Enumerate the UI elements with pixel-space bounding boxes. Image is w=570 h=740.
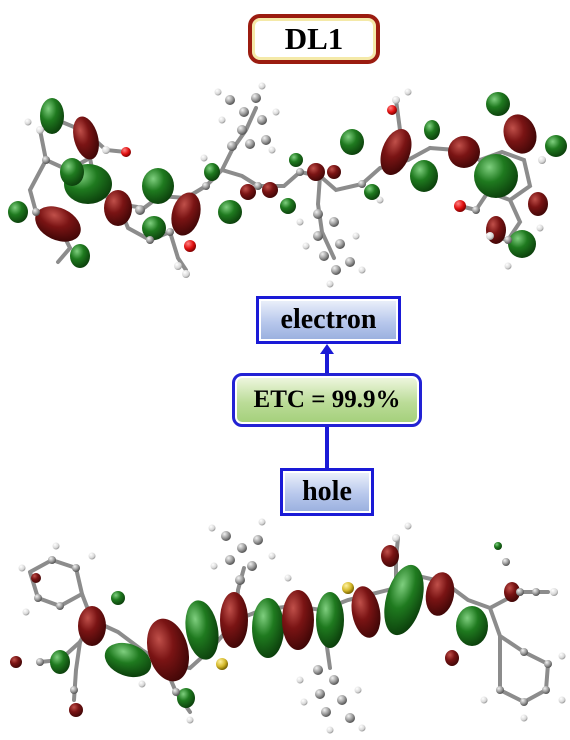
hole-upper-cluster	[208, 518, 292, 585]
transfer-arrow	[320, 344, 334, 468]
electron-label: electron	[256, 296, 401, 344]
electron-atoms	[24, 82, 546, 288]
electron-lower-cluster	[296, 209, 366, 288]
hole-orbital-molecule	[10, 518, 566, 734]
hole-atoms	[18, 518, 566, 734]
molecule-title: DL1	[248, 14, 380, 64]
electron-orbital-lobes	[8, 92, 567, 268]
hole-orbital-lobes	[10, 542, 520, 717]
transfer-efficiency-label: ETC = 99.9%	[232, 373, 422, 427]
electron-upper-cluster	[214, 82, 280, 154]
electron-orbital-molecule	[8, 82, 567, 288]
hole-lower-cluster	[296, 665, 366, 734]
hole-label: hole	[280, 468, 374, 516]
